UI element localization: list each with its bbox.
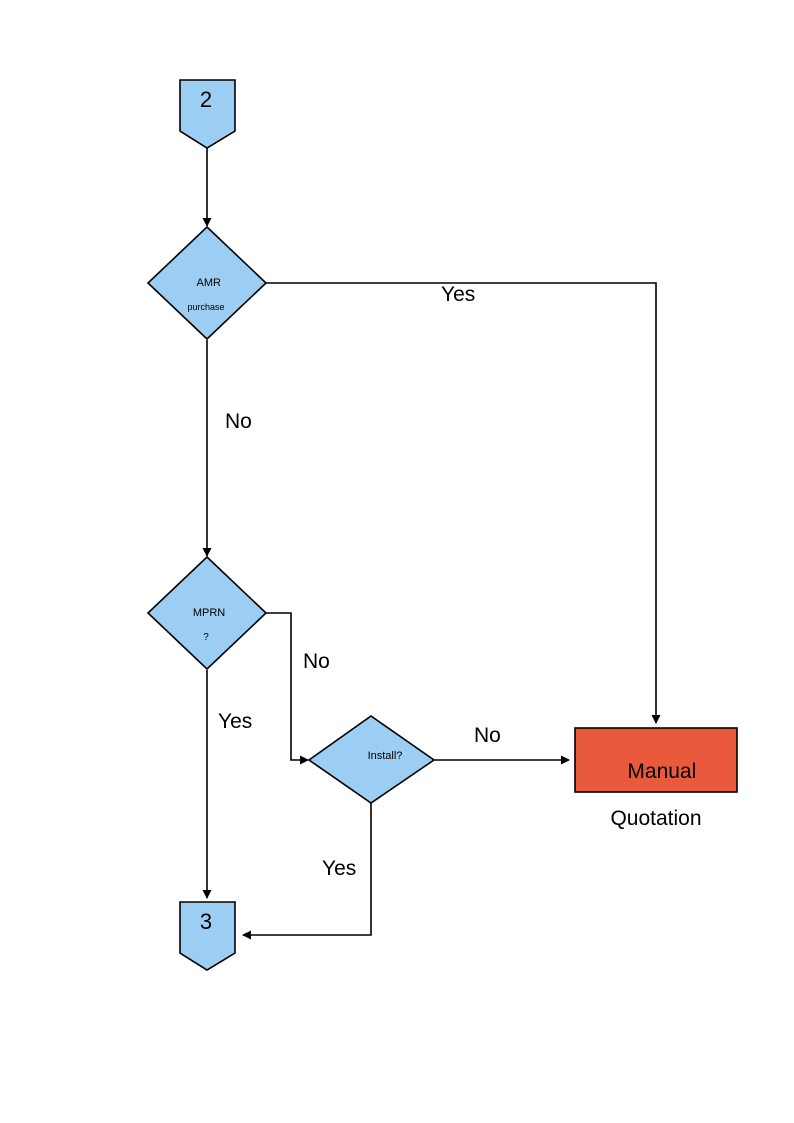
- edge-install-yes-label: Yes: [322, 857, 357, 880]
- edge-amr-yes-label: Yes: [441, 283, 476, 306]
- node-decision-amr-purchase[interactable]: [146, 225, 268, 341]
- edge-amr-yes: [266, 282, 661, 724]
- node-decision-mprn[interactable]: [146, 555, 268, 671]
- node-connector-3[interactable]: [179, 901, 236, 971]
- node-decision-install[interactable]: [307, 715, 436, 804]
- edge-mprn-no-label: No: [303, 650, 330, 673]
- edge-amr-no-label: No: [225, 410, 252, 433]
- node-connector-2[interactable]: [179, 79, 236, 149]
- edge-mprn-yes-label: Yes: [218, 710, 253, 733]
- node-process-manual-quotation[interactable]: [574, 727, 738, 793]
- edge-install-no-label: No: [474, 724, 501, 747]
- edge-install-yes: [242, 803, 372, 940]
- edge-mprn-no: [266, 612, 309, 765]
